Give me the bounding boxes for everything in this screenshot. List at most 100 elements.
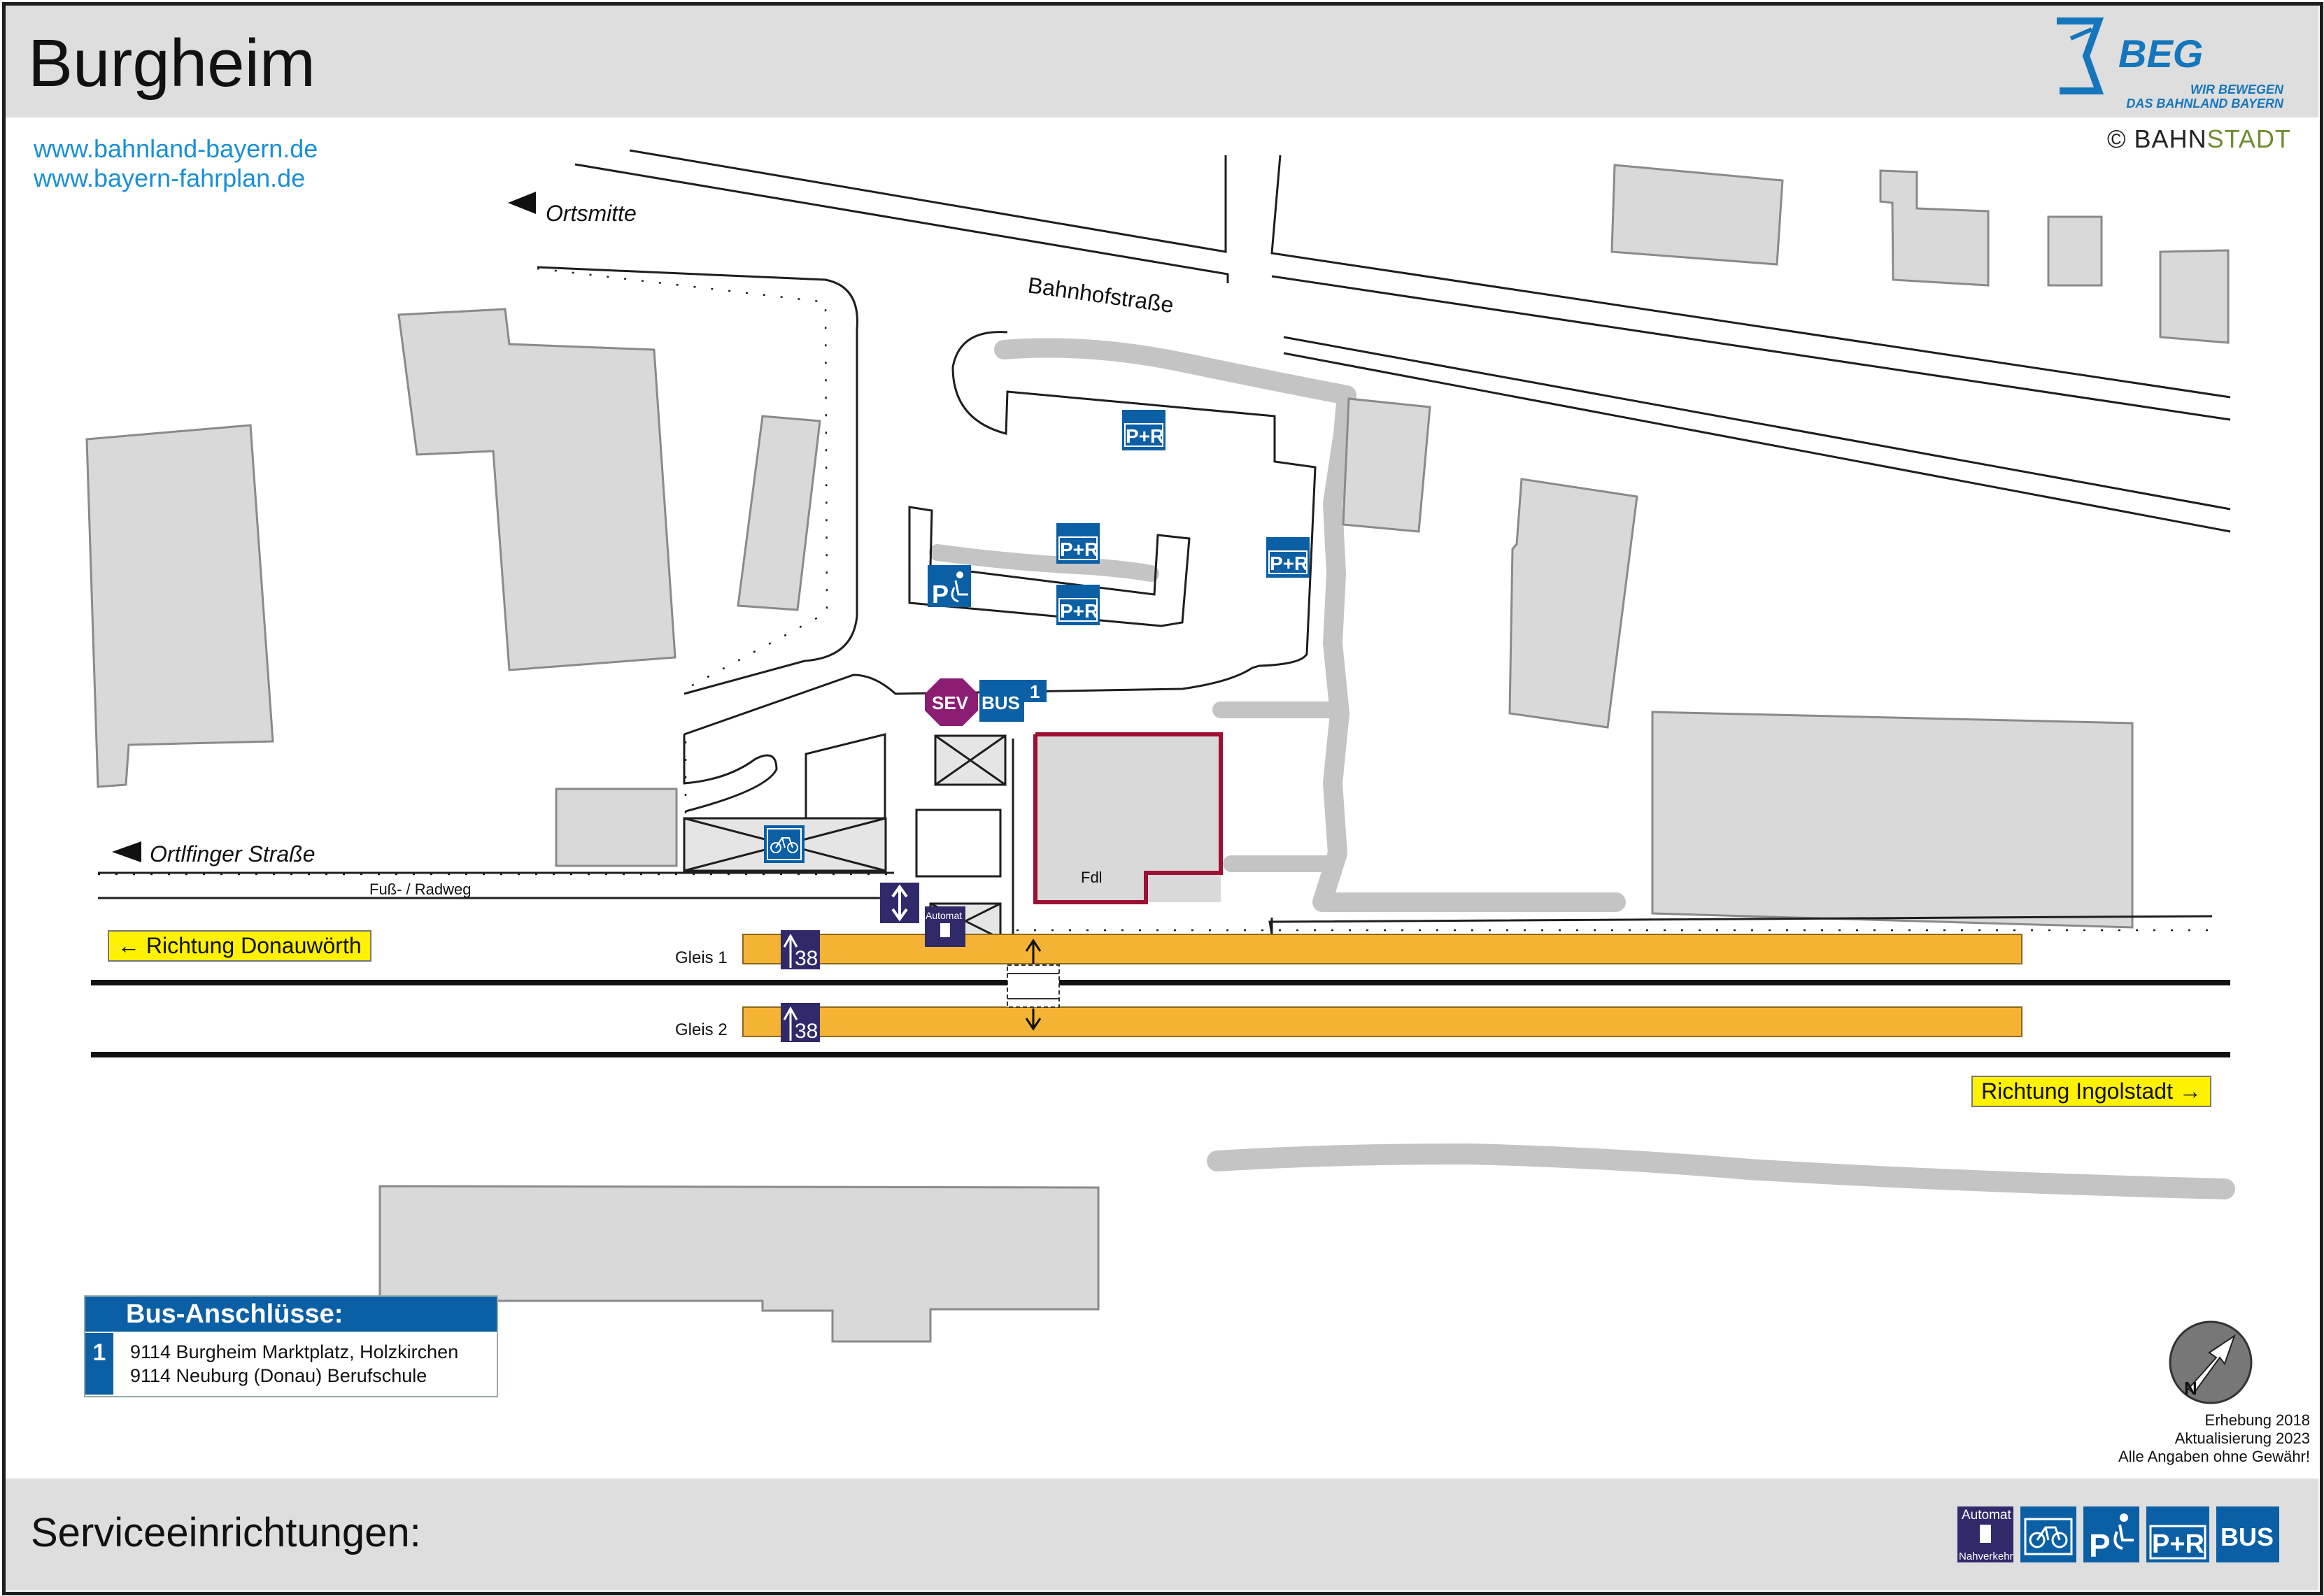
svg-text:P+R: P+R: [2152, 1530, 2204, 1559]
crossing-arrow-up-icon: [1025, 939, 1042, 964]
arrow-ortsmitte-icon: [508, 192, 536, 214]
building-ne-3: [2047, 215, 2103, 287]
svg-text:Automat: Automat: [926, 910, 962, 921]
bus-connections-title: Bus-Anschlüsse:: [85, 1297, 497, 1332]
beg-logo-text: BEG: [2118, 31, 2204, 76]
road-parking-loop: [683, 331, 1317, 736]
label-ortsmitte: Ortsmitte: [546, 201, 637, 226]
link-bayern-fahrplan[interactable]: www.bayern-fahrplan.de: [34, 164, 306, 192]
building-north-block: [397, 308, 676, 671]
road-ortsmitte-loop: [537, 266, 858, 695]
legend-ticket-machine-icon: Automat Nahverkehr: [1957, 1506, 2013, 1562]
direction-ingolstadt: Richtung Ingolstadt →: [1971, 1076, 2211, 1107]
bus-line-number: 1: [85, 1333, 113, 1395]
direction-donauwoerth: ← Richtung Donauwörth: [108, 930, 371, 962]
svg-text:P+R: P+R: [1060, 600, 1098, 622]
footpath-south: [1207, 1143, 2235, 1199]
platform-arrow-up-icon: [783, 1006, 798, 1041]
building-mid-1: [1342, 397, 1431, 533]
road-platform-access: [1268, 915, 2213, 935]
pr-icon: P+R: [1122, 410, 1165, 450]
footer-bar: [6, 1479, 2318, 1590]
bike-parking-icon: [764, 825, 805, 863]
footpath-north: [994, 338, 1626, 912]
road-bahnhofstrasse-north-edge: [629, 149, 1227, 253]
sev-icon: SEV: [925, 678, 978, 726]
label-fussweg: Fuß- / Radweg: [369, 881, 472, 898]
svg-text:BUS: BUS: [982, 692, 1020, 713]
platform-arrow-up-icon: [783, 933, 798, 968]
svg-text:1: 1: [1030, 681, 1040, 702]
bus-connection-row: 9114 Burgheim Marktplatz, Holzkirchen: [130, 1341, 459, 1362]
pr-icon: P+R: [1056, 523, 1100, 564]
svg-text:38: 38: [795, 947, 818, 970]
label-ortlfinger: Ortlfinger Straße: [150, 841, 316, 867]
north-arrow-icon: N: [2169, 1320, 2253, 1404]
service-facilities-title: Serviceeinrichtungen:: [31, 1510, 421, 1555]
building-west-large: [85, 424, 274, 788]
accessible-parking-icon: P: [928, 565, 971, 608]
page-title: Burgheim: [28, 26, 316, 101]
svg-text:38: 38: [795, 1020, 818, 1043]
fdl-outline: [1033, 732, 1223, 904]
platform-badge-2: 38: [781, 1003, 820, 1043]
road-access-west: [683, 734, 778, 813]
header-bar: [6, 6, 2318, 117]
road-bahnhofstrasse-east-3: [1283, 336, 2231, 511]
link-bahnland-bayern[interactable]: www.bahnland-bayern.de: [34, 134, 318, 163]
arrow-left-icon: ←: [118, 933, 140, 958]
gray-footpaths: [929, 338, 2235, 1199]
svg-text:BUS: BUS: [2220, 1523, 2274, 1551]
building-east-large: [1651, 711, 2134, 929]
platform-2: [742, 1006, 2022, 1037]
road-bahnhofstrasse-east-1: [1270, 155, 2231, 399]
bus-connection-row: 9114 Neuburg (Donau) Berufschule: [130, 1365, 427, 1386]
tracks: [91, 934, 2230, 1057]
label-gleis-1: Gleis 1: [675, 948, 728, 967]
building-slim: [737, 415, 821, 611]
bus-connections-box: Bus-Anschlüsse: 1 9114 Burgheim Marktpla…: [84, 1295, 498, 1397]
arrow-right-icon: →: [2178, 1078, 2202, 1104]
road-bahnhofstrasse-south-edge: [574, 163, 1229, 283]
svg-text:N: N: [2184, 1378, 2197, 1399]
crossing-arrow-down-icon: [1025, 1009, 1042, 1031]
svg-text:P: P: [2089, 1527, 2111, 1564]
building-ne-1: [1610, 164, 1784, 266]
svg-text:P: P: [932, 580, 949, 608]
building-ne-2: [1879, 169, 1990, 287]
building-kiosk: [915, 808, 1002, 878]
website-links: www.bahnland-bayern.de www.bayern-fahrpl…: [34, 134, 318, 193]
road-parking-island: [908, 506, 1191, 627]
level-crossing: [1007, 964, 1060, 1008]
bus-stop-icon: BUS 1: [979, 680, 1047, 722]
legend-accessible-parking-icon: P: [2083, 1506, 2139, 1564]
beg-logo-tagline: WIR BEWEGEN DAS BAHNLAND BAYERN: [2126, 83, 2283, 111]
ticket-machine-icon: Automat: [925, 906, 965, 947]
survey-info: Erhebung 2018 Aktualisierung 2023 Alle A…: [2118, 1411, 2310, 1465]
building-south: [378, 1185, 1100, 1343]
platform-badge-1: 38: [781, 930, 820, 970]
roads: [98, 149, 2231, 935]
service-legend: Automat Nahverkehr P P+R BUS: [1957, 1506, 2279, 1564]
elevator-icon: [880, 883, 919, 923]
building-mid-2: [1508, 478, 1638, 729]
legend-bus-icon: BUS: [2216, 1506, 2279, 1562]
arrow-ortlfinger-icon: [112, 841, 141, 862]
legend-pr-icon: P+R: [2146, 1506, 2209, 1562]
pr-icon: P+R: [1266, 537, 1310, 578]
svg-text:P+R: P+R: [1126, 425, 1164, 447]
svg-text:Nahverkehr: Nahverkehr: [1959, 1551, 2013, 1562]
label-fdl: Fdl: [1081, 869, 1103, 886]
svg-text:SEV: SEV: [932, 692, 969, 713]
road-access-lane: [805, 733, 886, 820]
pr-icon: P+R: [1056, 585, 1100, 625]
beg-logo-icon: [2057, 17, 2104, 94]
svg-text:P+R: P+R: [1060, 539, 1098, 560]
svg-text:P+R: P+R: [1270, 553, 1308, 574]
building-ne-4: [2159, 249, 2230, 344]
svg-text:Automat: Automat: [1962, 1508, 2011, 1523]
footpath-parking: [929, 544, 1159, 582]
